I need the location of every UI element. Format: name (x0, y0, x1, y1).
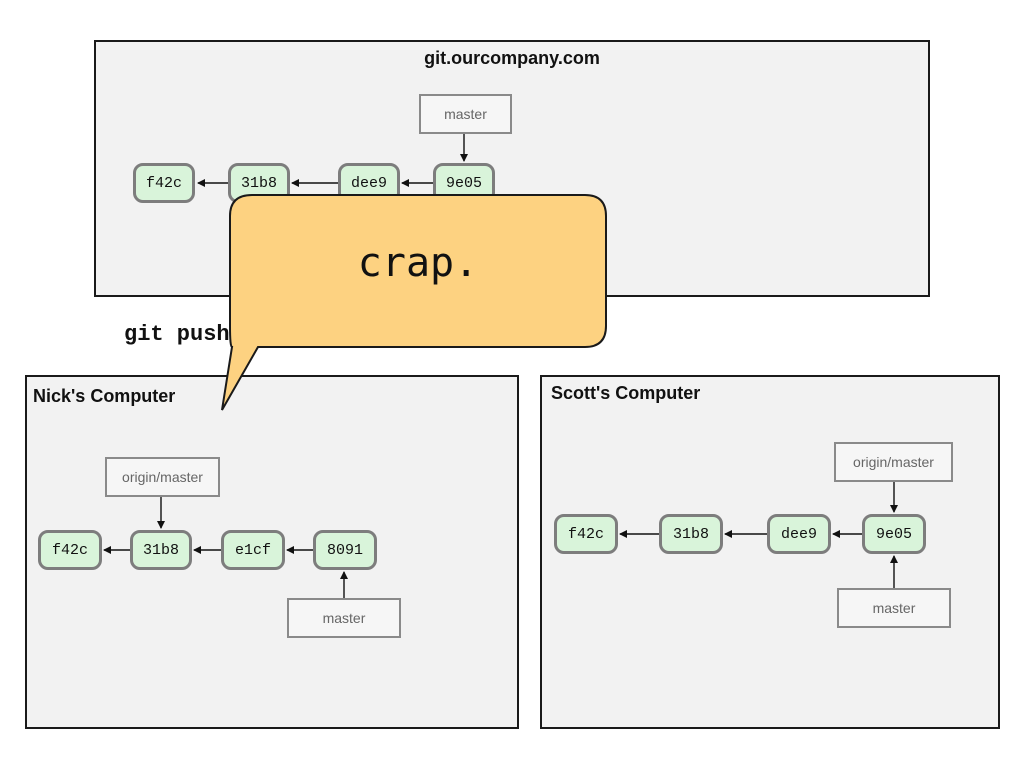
nick-origin-master-ref: origin/master (105, 457, 220, 497)
server-master-ref: master (419, 94, 512, 134)
scott-origin-master-ref: origin/master (834, 442, 953, 482)
scott-commit-9e05: 9e05 (862, 514, 926, 554)
git-push-command: git push (124, 322, 230, 347)
nick-commit-8091: 8091 (313, 530, 377, 570)
scott-title: Scott's Computer (551, 383, 701, 403)
scott-commit-f42c: f42c (554, 514, 618, 554)
nick-master-ref: master (287, 598, 401, 638)
scott-commit-31b8: 31b8 (659, 514, 723, 554)
nick-commit-f42c: f42c (38, 530, 102, 570)
speech-bubble-text: crap. (357, 240, 479, 286)
nick-title: Nick's Computer (33, 386, 176, 406)
nick-commit-31b8: 31b8 (130, 530, 192, 570)
nick-commit-e1cf: e1cf (221, 530, 285, 570)
server-commit-f42c: f42c (133, 163, 195, 203)
scott-commit-dee9: dee9 (767, 514, 831, 554)
scott-master-ref: master (837, 588, 951, 628)
server-title: git.ourcompany.com (424, 48, 600, 68)
speech-bubble-shape (221, 194, 607, 411)
